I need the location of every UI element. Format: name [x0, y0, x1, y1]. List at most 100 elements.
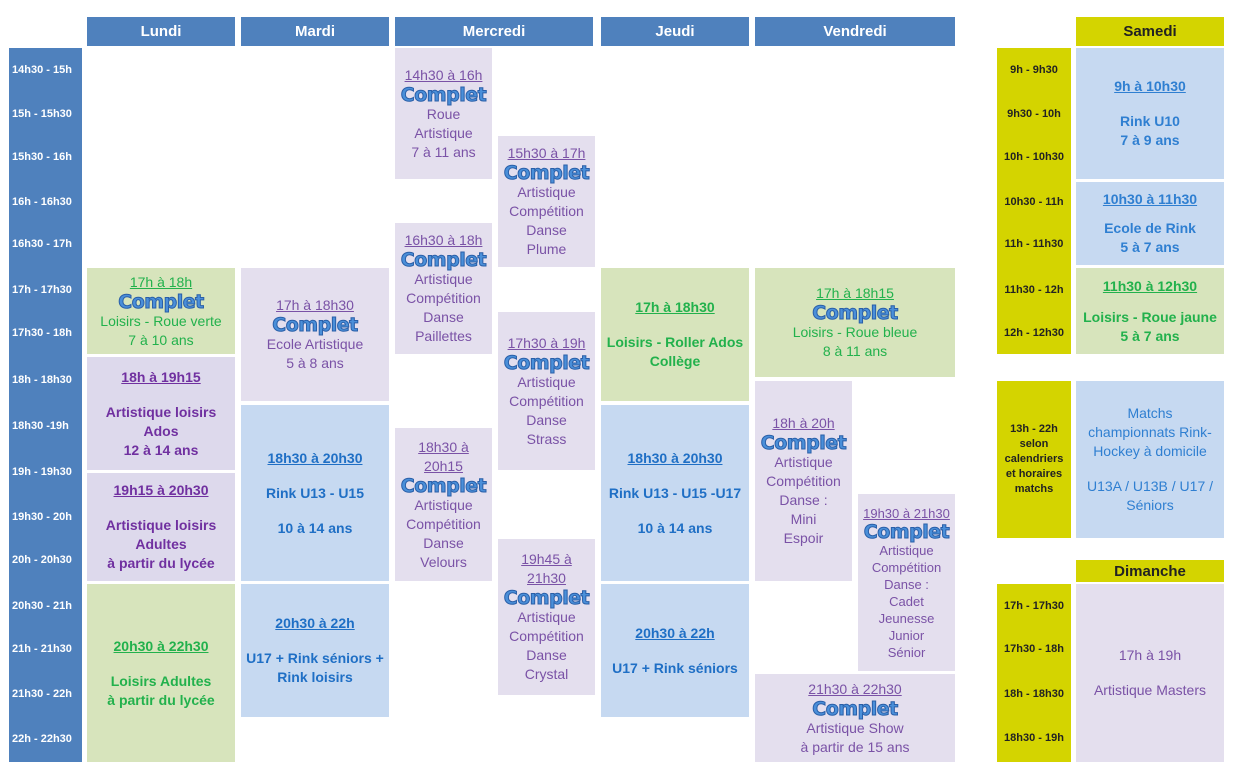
mardi-block-rink-u13-u15[interactable]: 18h30 à 20h30 Rink U13 - U15 10 à 14 ans	[241, 405, 389, 581]
mercredi-block-danse-paillettes[interactable]: 16h30 à 18h Complet Artistique Compétiti…	[395, 223, 492, 354]
block-line: 10 à 14 ans	[277, 519, 353, 536]
block-line: Loisirs - Roue jaune	[1083, 308, 1217, 325]
time-slot: 22h - 22h30	[12, 733, 72, 745]
mercredi-block-danse-strass[interactable]: 17h30 à 19h Complet Artistique Compétiti…	[498, 312, 595, 470]
block-line: 10 à 14 ans	[637, 519, 713, 536]
block-line: à partir du lycée	[107, 555, 215, 571]
block-line: Artistique Show	[806, 719, 904, 736]
time-slot: 18h - 18h30	[1004, 688, 1064, 700]
block-line: 5 à 7 ans	[1120, 327, 1180, 344]
time-slot: 21h - 21h30	[12, 643, 72, 655]
header-mercredi: Mercredi	[395, 17, 593, 46]
block-line: Collège	[649, 353, 701, 369]
block-line: U17 + Rink séniors +	[246, 650, 384, 666]
lundi-block-loisirs-adultes[interactable]: 20h30 à 22h30 Loisirs Adultes à partir d…	[87, 584, 235, 762]
jeudi-block-rink-u13-u17[interactable]: 18h30 à 20h30 Rink U13 - U15 -U17 10 à 1…	[601, 405, 749, 581]
mercredi-block-danse-velours[interactable]: 18h30 à 20h15 Complet Artistique Compéti…	[395, 428, 492, 581]
dimanche-block-artistique-masters[interactable]: 17h à 19h Artistique Masters	[1076, 584, 1224, 762]
complet-label: Complet	[118, 290, 205, 313]
lundi-block-artistique-ados[interactable]: 18h à 19h15 Artistique loisirs Ados 12 à…	[87, 357, 235, 470]
block-line: Artistique	[517, 609, 576, 625]
time-slot: 16h - 16h30	[12, 196, 72, 208]
lundi-block-artistique-adultes[interactable]: 19h15 à 20h30 Artistique loisirs Adultes…	[87, 473, 235, 581]
header-lundi: Lundi	[87, 17, 235, 46]
block-line: Compétition	[871, 559, 942, 575]
time-slot: 17h30 - 18h	[1004, 643, 1064, 655]
block-line: 7 à 9 ans	[1120, 132, 1180, 148]
time-slot: 20h30 - 21h	[12, 600, 72, 612]
time-line: 13h - 22h	[1010, 423, 1058, 435]
jeudi-block-u17-rink-seniors[interactable]: 20h30 à 22h U17 + Rink séniors	[601, 584, 749, 717]
vendredi-block-danse-cadet-senior[interactable]: 19h30 à 21h30 Complet Artistique Compéti…	[858, 494, 955, 671]
time-column: 14h30 - 15h 15h - 15h30 15h30 - 16h 16h …	[9, 48, 82, 762]
block-line: Artistique	[517, 373, 576, 390]
block-line: à partir du lycée	[107, 691, 215, 708]
mardi-block-u17-rink-seniors[interactable]: 20h30 à 22h U17 + Rink séniors + Rink lo…	[241, 584, 389, 717]
vendredi-block-artistique-show[interactable]: 21h30 à 22h30 Complet Artistique Show à …	[755, 674, 955, 762]
block-line: Artistique	[879, 542, 934, 558]
block-line: Espoir	[783, 530, 824, 546]
block-time: 19h45 à	[521, 551, 572, 567]
block-line: Danse	[526, 411, 567, 428]
block-line: Ados	[143, 422, 179, 439]
block-line: Danse	[526, 222, 567, 238]
time-slot: 9h30 - 10h	[1007, 108, 1061, 120]
block-line: Rink U13 - U15	[265, 484, 365, 501]
time-slot: 21h30 - 22h	[12, 688, 72, 700]
block-time: 10h30 à 11h30	[1102, 191, 1198, 207]
vendredi-block-danse-mini-espoir[interactable]: 18h à 20h Complet Artistique Compétition…	[755, 381, 852, 581]
block-line: Velours	[420, 553, 467, 570]
block-line: 5 à 7 ans	[1120, 239, 1180, 255]
complet-label: Complet	[503, 587, 590, 609]
block-line: Danse :	[884, 576, 929, 592]
time-slot: 11h - 11h30	[1004, 238, 1064, 250]
saturday-afternoon-time: 13h - 22h selon calendriers et horaires …	[997, 381, 1071, 538]
complet-label: Complet	[400, 249, 487, 271]
block-line: Compétition	[509, 392, 584, 409]
samedi-block-matchs[interactable]: Matchs championnats Rink- Hockey à domic…	[1076, 381, 1224, 538]
block-time: 20h30 à 22h30	[113, 637, 209, 654]
block-time: 9h à 10h30	[1114, 78, 1186, 94]
block-time: 18h à 19h15	[121, 368, 201, 385]
block-time: 19h15 à 20h30	[113, 482, 209, 498]
time-slot: 9h - 9h30	[1010, 64, 1058, 76]
complet-label: Complet	[863, 520, 950, 543]
block-line: Danse	[423, 534, 464, 551]
header-mardi: Mardi	[241, 17, 389, 46]
block-line: Artistique	[414, 496, 473, 513]
time-slot: 18h30 -19h	[12, 420, 69, 432]
jeudi-block-roller-ados[interactable]: 17h à 18h30 Loisirs - Roller Ados Collèg…	[601, 268, 749, 401]
block-line: Rink U13 - U15 -U17	[608, 484, 742, 501]
time-slot: 12h - 12h30	[1004, 327, 1064, 339]
block-time: 11h30 à 12h30	[1102, 277, 1198, 294]
mercredi-block-danse-crystal[interactable]: 19h45 à 21h30 Complet Artistique Compéti…	[498, 539, 595, 695]
block-line: Roue	[426, 105, 461, 122]
samedi-block-ecole-de-rink[interactable]: 10h30 à 11h30 Ecole de Rink 5 à 7 ans	[1076, 182, 1224, 265]
complet-label: Complet	[272, 314, 359, 336]
block-time: 21h30	[527, 570, 566, 586]
block-line: à partir de 15 ans	[800, 738, 910, 755]
mercredi-block-danse-plume[interactable]: 15h30 à 17h Complet Artistique Compétiti…	[498, 136, 595, 267]
block-line: Compétition	[509, 628, 584, 644]
complet-label: Complet	[503, 351, 590, 374]
time-slot: 17h - 17h30	[1004, 600, 1064, 612]
samedi-block-roue-jaune[interactable]: 11h30 à 12h30 Loisirs - Roue jaune 5 à 7…	[1076, 268, 1224, 354]
block-line: Artistique	[774, 454, 833, 470]
complet-label: Complet	[400, 83, 487, 106]
block-line: Rink U10	[1120, 113, 1180, 129]
samedi-block-rink-u10[interactable]: 9h à 10h30 Rink U10 7 à 9 ans	[1076, 48, 1224, 179]
block-line: 5 à 8 ans	[286, 355, 344, 371]
lundi-block-roue-verte[interactable]: 17h à 18h Complet Loisirs - Roue verte 7…	[87, 268, 235, 354]
block-line: 12 à 14 ans	[123, 441, 199, 458]
mercredi-block-roue-artistique[interactable]: 14h30 à 16h Complet Roue Artistique 7 à …	[395, 48, 492, 179]
block-line: Crystal	[524, 666, 569, 682]
time-slot: 17h30 - 18h	[12, 327, 72, 339]
complet-label: Complet	[503, 162, 590, 184]
vendredi-block-roue-bleue[interactable]: 17h à 18h15 Complet Loisirs - Roue bleue…	[755, 268, 955, 377]
block-line: Danse	[526, 647, 567, 663]
time-line: selon	[1019, 438, 1049, 450]
block-time: 16h30 à 18h	[404, 232, 483, 248]
block-line: 8 à 11 ans	[822, 343, 888, 359]
block-time: 18h à 20h	[772, 415, 835, 431]
mardi-block-ecole-artistique[interactable]: 17h à 18h30 Complet Ecole Artistique 5 à…	[241, 268, 389, 401]
